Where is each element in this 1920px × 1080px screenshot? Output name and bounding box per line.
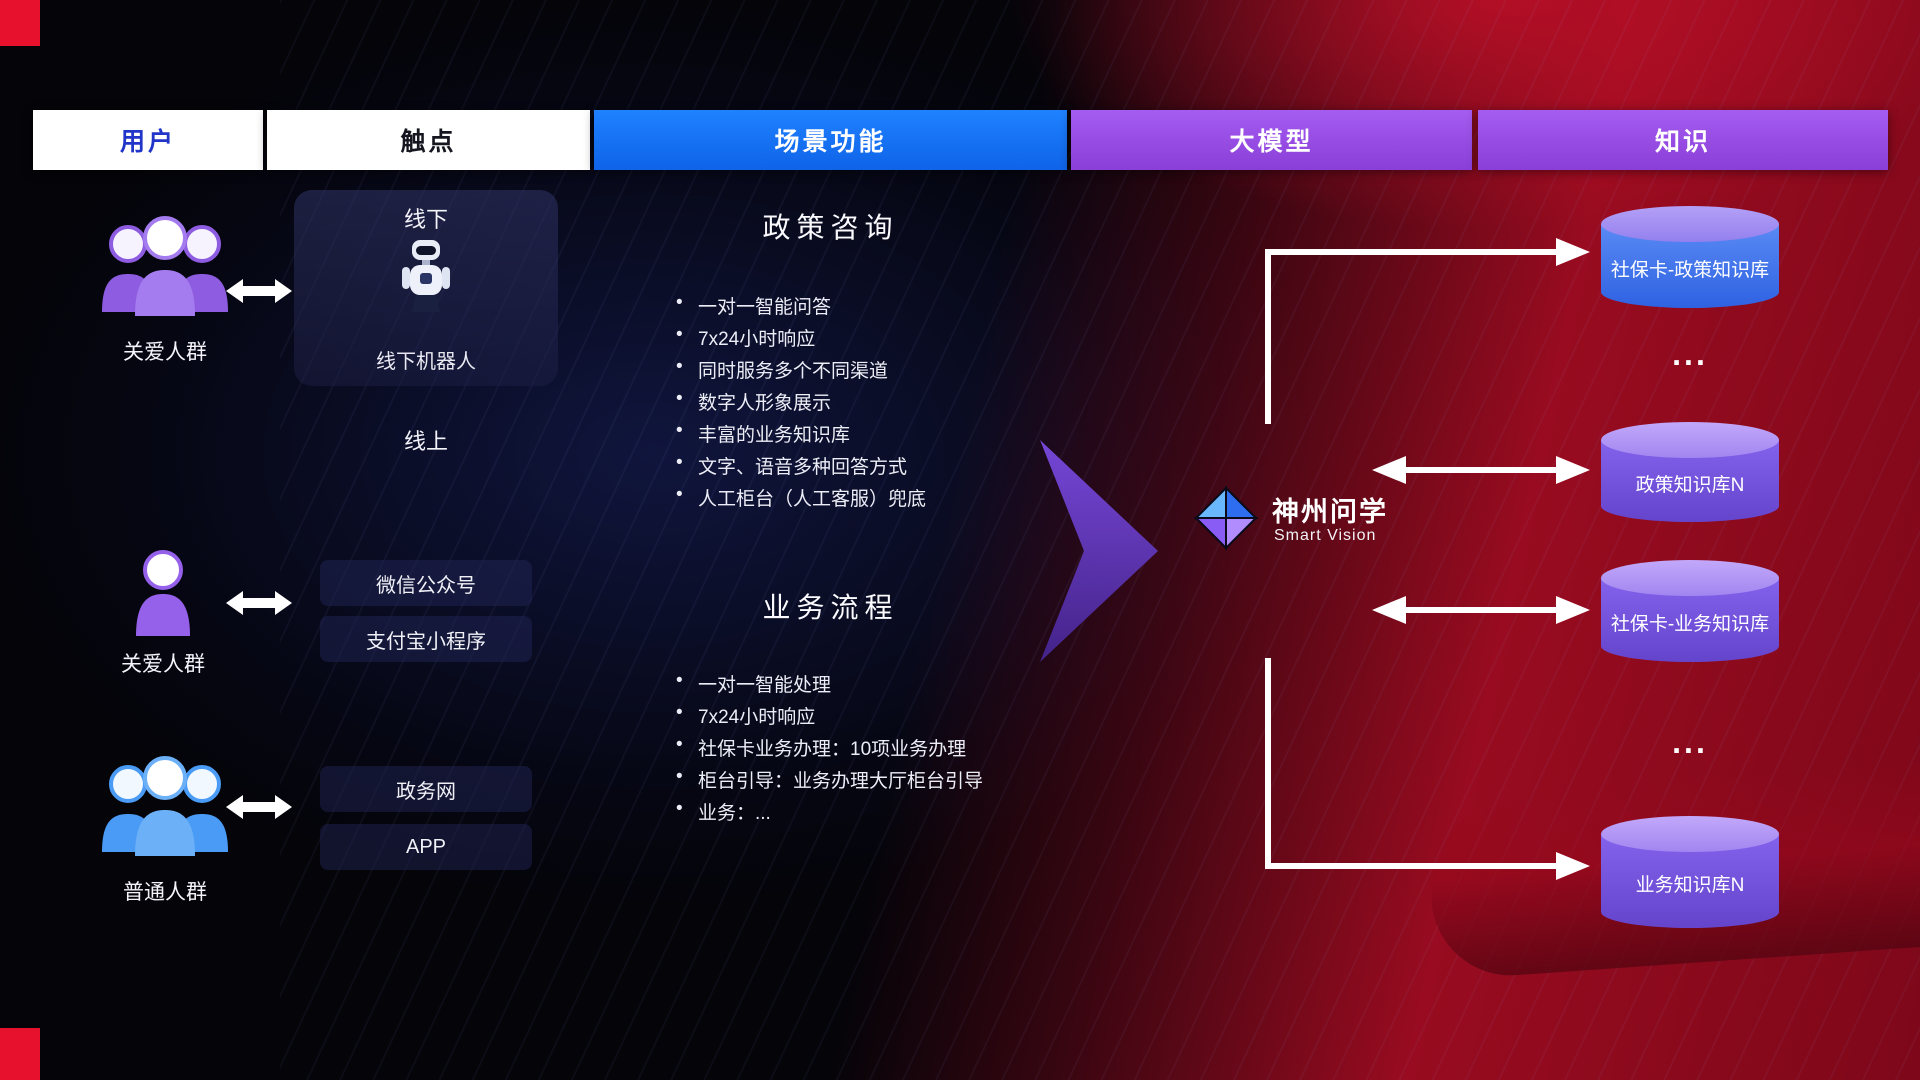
scene-title-business: 业务流程 — [762, 592, 899, 623]
header-large-model: 大模型 — [1071, 110, 1472, 170]
knowledge-db-policy-n: 政策知识库N — [1601, 422, 1779, 522]
bullet-item: 一对一智能处理 — [676, 670, 1096, 702]
corner-red-block-bottom — [0, 1028, 40, 1080]
header-knowledge: 知识 — [1478, 110, 1888, 170]
channel-label: 微信公众号 — [376, 574, 476, 597]
double-arrow-icon — [226, 588, 292, 623]
bullet-item: 社保卡业务办理：10项业务办理 — [676, 734, 1096, 766]
header-scene-functions-label: 场景功能 — [774, 128, 887, 156]
channel-label: 政务网 — [396, 780, 456, 803]
corner-red-block-top — [0, 0, 40, 46]
cylinder-label: 政策知识库N — [1635, 474, 1745, 496]
channel-alipay-miniapp: 支付宝小程序 — [320, 616, 532, 662]
offline-title: 线下 — [403, 207, 448, 232]
double-arrow-icon — [226, 792, 292, 827]
user-group-label: 关爱人群 — [121, 653, 205, 676]
people-group-icon — [90, 752, 240, 869]
bullet-item: 丰富的业务知识库 — [676, 420, 1096, 452]
arrowhead-right — [1556, 456, 1590, 484]
header-users-label: 用户 — [119, 128, 176, 156]
header-scene-functions: 场景功能 — [594, 110, 1067, 170]
arrowhead-left — [1372, 456, 1406, 484]
bullet-item: 同时服务多个不同渠道 — [676, 356, 1096, 388]
channel-label: 支付宝小程序 — [366, 630, 486, 653]
online-title: 线上 — [403, 429, 448, 454]
bullet-item: 业务：... — [676, 798, 1096, 830]
header-touchpoints-label: 触点 — [400, 128, 457, 156]
header-large-model-label: 大模型 — [1229, 128, 1314, 156]
arrowhead-left — [1372, 596, 1406, 624]
scene-title-policy: 政策咨询 — [762, 212, 899, 243]
knowledge-db-business-ssc: 社保卡-业务知识库 — [1601, 560, 1779, 662]
arrowhead-right — [1556, 596, 1590, 624]
user-group-label: 普通人群 — [123, 881, 207, 904]
header-touchpoints: 触点 — [267, 110, 590, 170]
offline-panel: 线下 线下机器人 — [294, 190, 558, 386]
bullet-item: 文字、语音多种回答方式 — [676, 452, 1096, 484]
cylinder-top — [1601, 816, 1779, 852]
gem-icon — [1193, 485, 1259, 555]
arrowhead-right — [1556, 852, 1590, 880]
bullet-item: 柜台引导：业务办理大厅柜台引导 — [676, 766, 1096, 798]
channel-gov-web: 政务网 — [320, 766, 532, 812]
bullet-item: 数字人形象展示 — [676, 388, 1096, 420]
cylinder-label: 社保卡-业务知识库 — [1610, 613, 1770, 635]
channel-label: APP — [405, 835, 447, 858]
scene-policy-bullets: 一对一智能问答 7x24小时响应 同时服务多个不同渠道 数字人形象展示 丰富的业… — [676, 292, 1096, 516]
knowledge-db-business-n: 业务知识库N — [1601, 816, 1779, 928]
person-icon — [128, 548, 198, 645]
people-group-icon — [90, 212, 240, 329]
user-group-label: 关爱人群 — [123, 341, 207, 364]
model-subtitle: Smart Vision — [1274, 527, 1377, 544]
connector-top-elbow — [1265, 249, 1558, 424]
scene-business-bullets: 一对一智能处理 7x24小时响应 社保卡业务办理：10项业务办理 柜台引导：业务… — [676, 670, 1096, 830]
double-arrow-icon — [226, 276, 292, 311]
cylinder-label: 业务知识库N — [1635, 874, 1745, 896]
channel-wechat: 微信公众号 — [320, 560, 532, 606]
bullet-item: 7x24小时响应 — [676, 702, 1096, 734]
header-users: 用户 — [33, 110, 263, 170]
ellipsis-top: ... — [1672, 336, 1708, 372]
flow-arrow-icon — [1040, 432, 1160, 675]
connector-bottom-elbow — [1265, 658, 1558, 869]
cylinder-top — [1601, 422, 1779, 458]
offline-robot-label: 线下机器人 — [376, 351, 476, 373]
header-knowledge-label: 知识 — [1654, 128, 1711, 156]
model-name: 神州问学 — [1272, 497, 1388, 527]
bullet-item: 一对一智能问答 — [676, 292, 1096, 324]
cylinder-top — [1601, 560, 1779, 596]
channel-app: APP — [320, 824, 532, 870]
robot-icon — [398, 236, 454, 321]
knowledge-db-policy-ssc: 社保卡-政策知识库 — [1601, 206, 1779, 308]
bullet-item: 7x24小时响应 — [676, 324, 1096, 356]
bullet-item: 人工柜台（人工客服）兜底 — [676, 484, 1096, 516]
ellipsis-bottom: ... — [1672, 724, 1708, 760]
cylinder-top — [1601, 206, 1779, 242]
cylinder-label: 社保卡-政策知识库 — [1610, 259, 1770, 281]
arrowhead-right — [1556, 238, 1590, 266]
